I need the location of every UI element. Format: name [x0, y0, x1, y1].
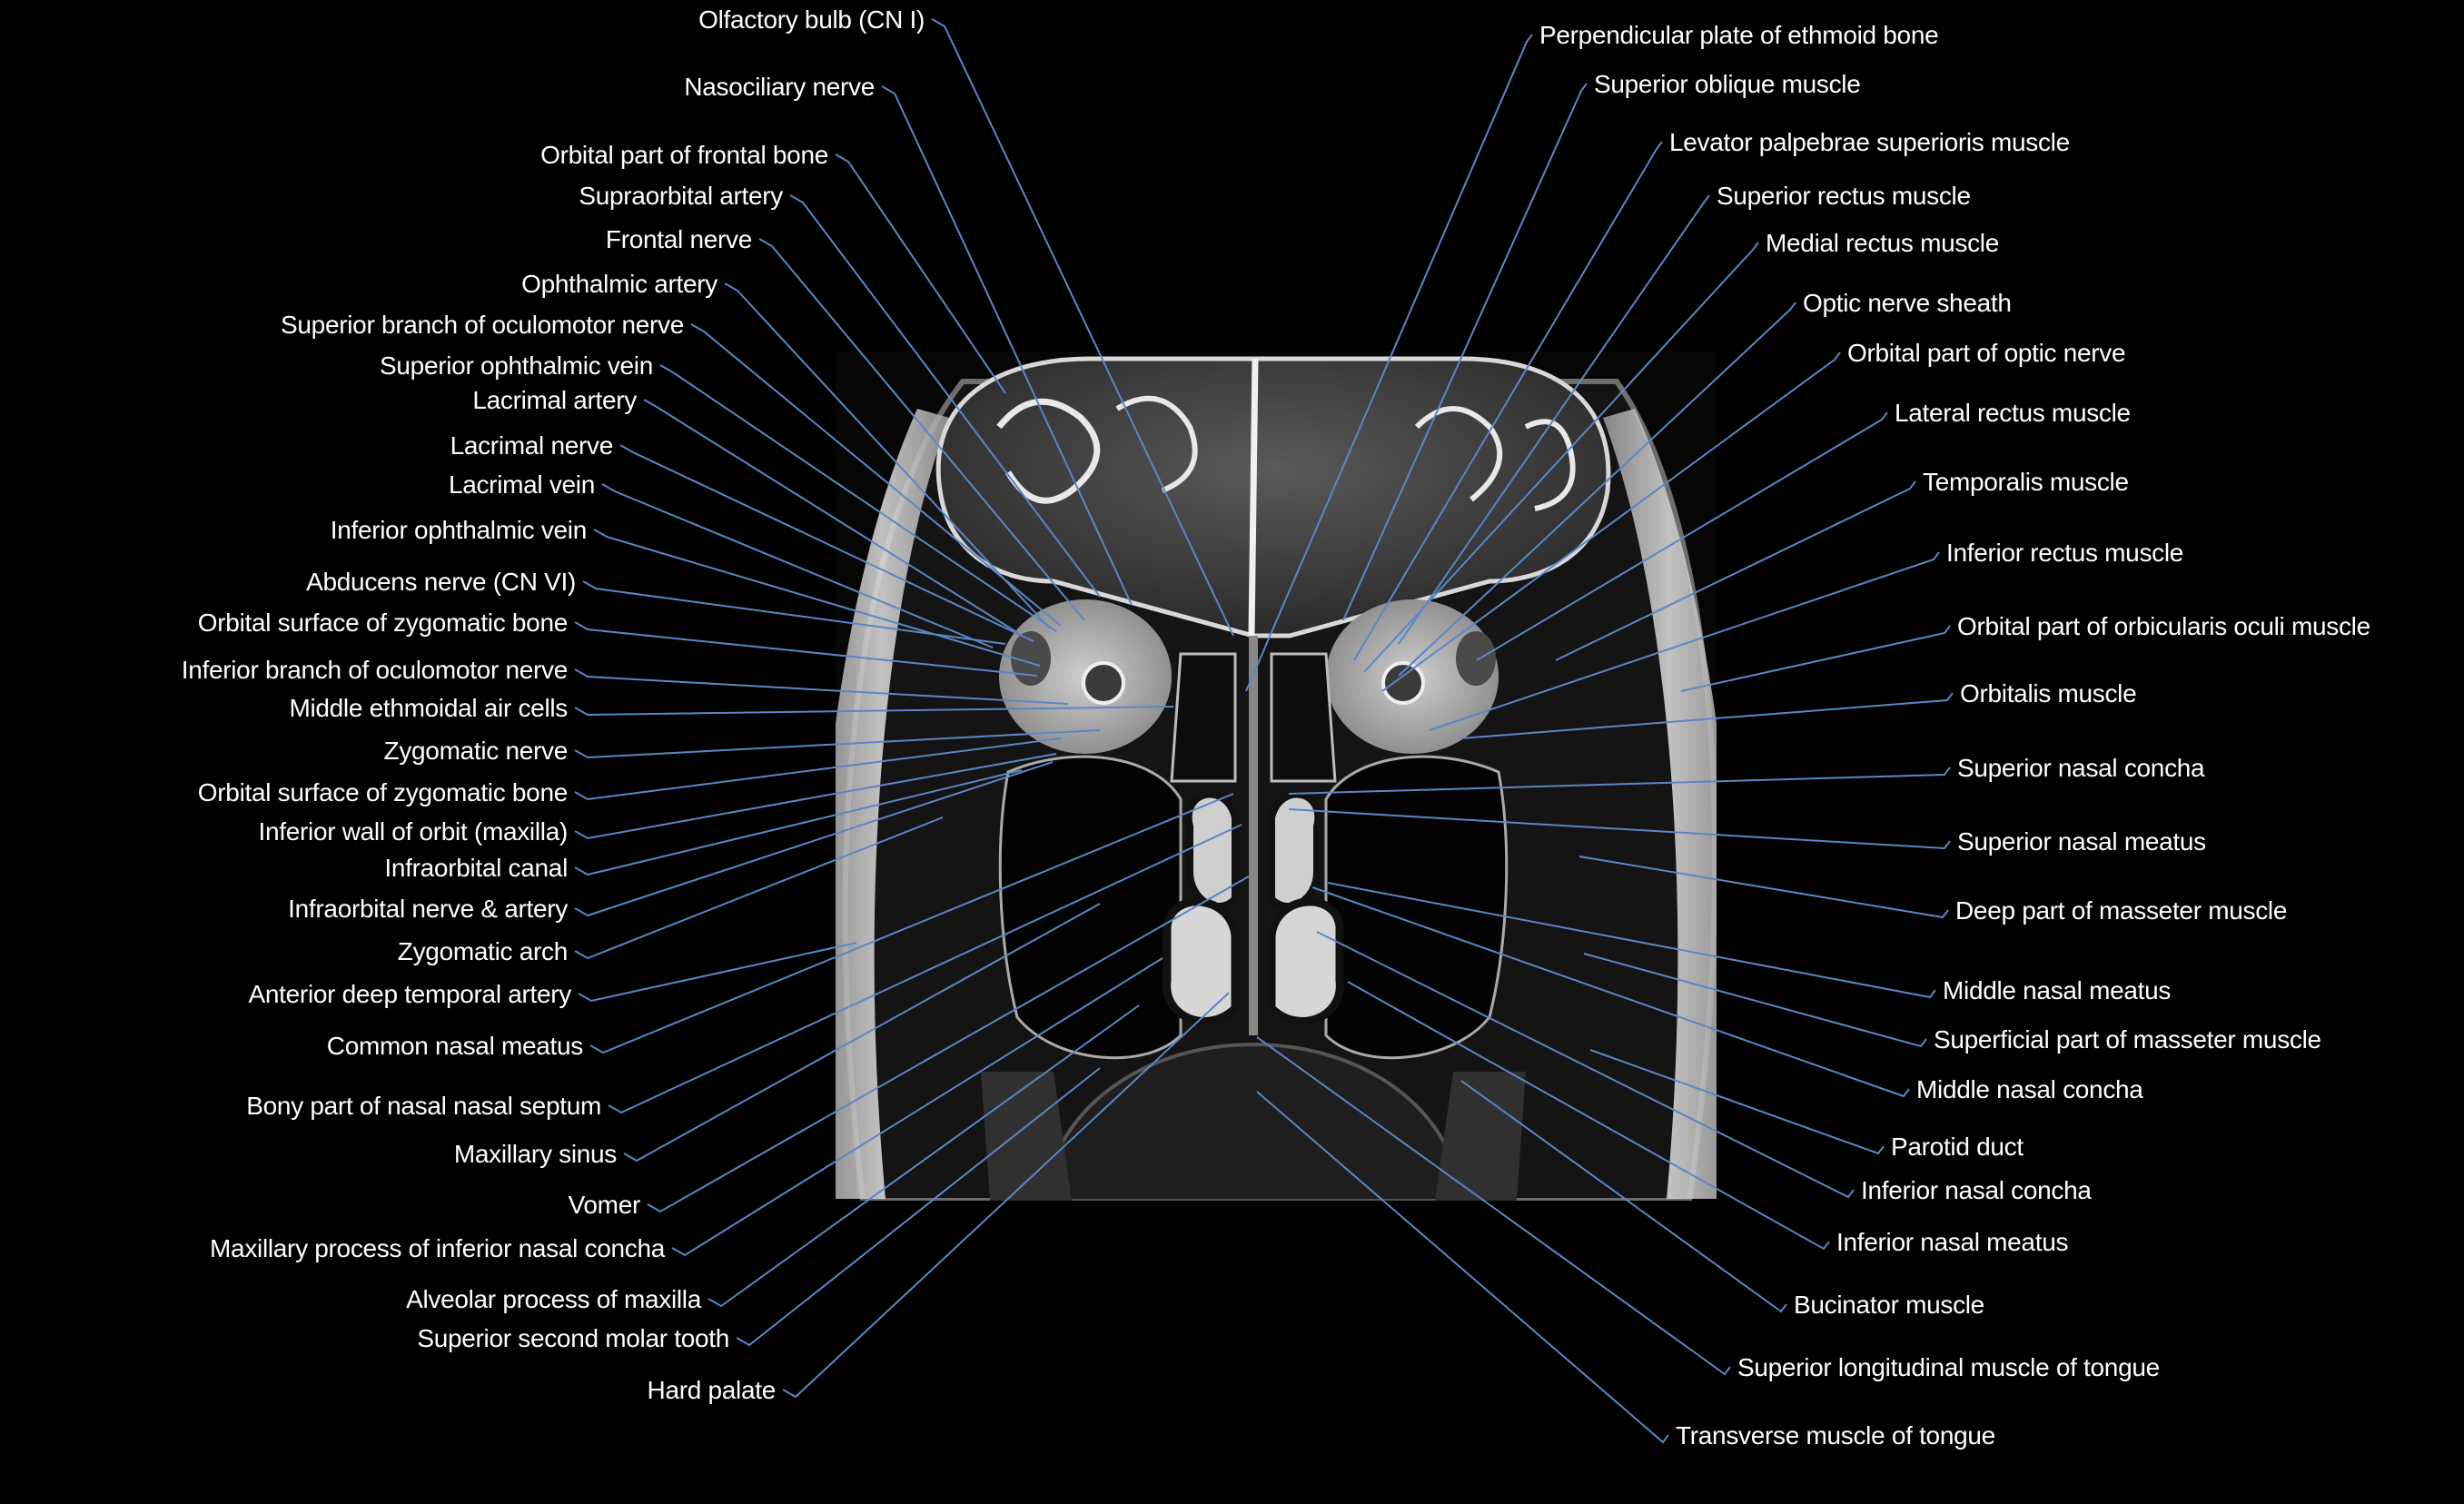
label-hard-palate: Hard palate [647, 1376, 777, 1405]
label-orbitalis-muscle: Orbitalis muscle [1960, 679, 2137, 708]
label-superior-rectus-muscle: Superior rectus muscle [1717, 182, 1971, 211]
label-orbital-part-of-optic-nerve: Orbital part of optic nerve [1847, 339, 2126, 368]
label-orbital-surface-of-zygomatic-bone: Orbital surface of zygomatic bone [197, 609, 569, 638]
label-temporalis-muscle: Temporalis muscle [1923, 468, 2129, 497]
label-middle-nasal-meatus: Middle nasal meatus [1943, 976, 2172, 1005]
label-bucinator-muscle: Bucinator muscle [1794, 1291, 1984, 1320]
label-deep-part-of-masseter-muscle: Deep part of masseter muscle [1955, 896, 2288, 925]
label-middle-nasal-concha: Middle nasal concha [1916, 1075, 2143, 1104]
label-superior-nasal-concha: Superior nasal concha [1957, 754, 2205, 783]
label-supraorbital-artery: Supraorbital artery [579, 182, 783, 211]
label-lacrimal-artery: Lacrimal artery [472, 386, 637, 415]
label-olfactory-bulb-cn-i: Olfactory bulb (CN I) [698, 5, 925, 35]
label-maxillary-process-of-inferior-nasal-concha: Maxillary process of inferior nasal conc… [210, 1234, 665, 1263]
label-vomer: Vomer [568, 1191, 641, 1220]
label-orbital-part-of-orbicularis-oculi-muscle: Orbital part of orbicularis oculi muscle [1957, 612, 2370, 641]
label-orbital-surface-of-zygomatic-bone: Orbital surface of zygomatic bone [197, 778, 569, 807]
label-infraorbital-canal: Infraorbital canal [384, 854, 568, 883]
label-optic-nerve-sheath: Optic nerve sheath [1803, 289, 2012, 318]
label-inferior-nasal-concha: Inferior nasal concha [1861, 1176, 2092, 1205]
label-superior-second-molar-tooth: Superior second molar tooth [417, 1324, 729, 1353]
label-abducens-nerve-cn-vi: Abducens nerve (CN VI) [306, 568, 576, 597]
label-frontal-nerve: Frontal nerve [605, 225, 752, 254]
label-alveolar-process-of-maxilla: Alveolar process of maxilla [406, 1285, 701, 1314]
label-inferior-ophthalmic-vein: Inferior ophthalmic vein [330, 516, 588, 545]
label-bony-part-of-nasal-nasal-septum: Bony part of nasal nasal septum [246, 1092, 601, 1121]
label-inferior-branch-of-oculomotor-nerve: Inferior branch of oculomotor nerve [181, 656, 569, 685]
label-transverse-muscle-of-tongue: Transverse muscle of tongue [1676, 1421, 1995, 1450]
label-perpendicular-plate-of-ethmoid-bone: Perpendicular plate of ethmoid bone [1539, 21, 1939, 50]
label-superior-nasal-meatus: Superior nasal meatus [1957, 827, 2206, 856]
label-levator-palpebrae-superioris-muscle: Levator palpebrae superioris muscle [1669, 128, 2070, 157]
label-superior-oblique-muscle: Superior oblique muscle [1594, 70, 1861, 99]
label-parotid-duct: Parotid duct [1891, 1133, 2024, 1162]
label-nasociliary-nerve: Nasociliary nerve [684, 73, 875, 102]
label-infraorbital-nerve-artery: Infraorbital nerve & artery [288, 895, 568, 924]
label-lacrimal-nerve: Lacrimal nerve [450, 431, 614, 460]
label-superior-longitudinal-muscle-of-tongue: Superior longitudinal muscle of tongue [1737, 1353, 2160, 1382]
label-inferior-nasal-meatus: Inferior nasal meatus [1836, 1228, 2069, 1257]
label-anterior-deep-temporal-artery: Anterior deep temporal artery [248, 980, 572, 1009]
label-lacrimal-vein: Lacrimal vein [448, 470, 595, 500]
label-orbital-part-of-frontal-bone: Orbital part of frontal bone [540, 141, 828, 170]
label-ophthalmic-artery: Ophthalmic artery [521, 270, 717, 299]
label-lateral-rectus-muscle: Lateral rectus muscle [1895, 399, 2131, 428]
label-zygomatic-arch: Zygomatic arch [397, 937, 569, 966]
label-zygomatic-nerve: Zygomatic nerve [383, 737, 569, 766]
label-inferior-wall-of-orbit-maxilla: Inferior wall of orbit (maxilla) [258, 817, 569, 846]
label-inferior-rectus-muscle: Inferior rectus muscle [1946, 539, 2184, 568]
label-medial-rectus-muscle: Medial rectus muscle [1766, 229, 1999, 258]
label-middle-ethmoidal-air-cells: Middle ethmoidal air cells [289, 694, 568, 723]
label-common-nasal-meatus: Common nasal meatus [326, 1032, 584, 1061]
label-superior-branch-of-oculomotor-nerve: Superior branch of oculomotor nerve [281, 311, 684, 340]
label-superficial-part-of-masseter-muscle: Superficial part of masseter muscle [1934, 1025, 2321, 1054]
label-maxillary-sinus: Maxillary sinus [453, 1140, 617, 1169]
label-superior-ophthalmic-vein: Superior ophthalmic vein [380, 351, 653, 381]
